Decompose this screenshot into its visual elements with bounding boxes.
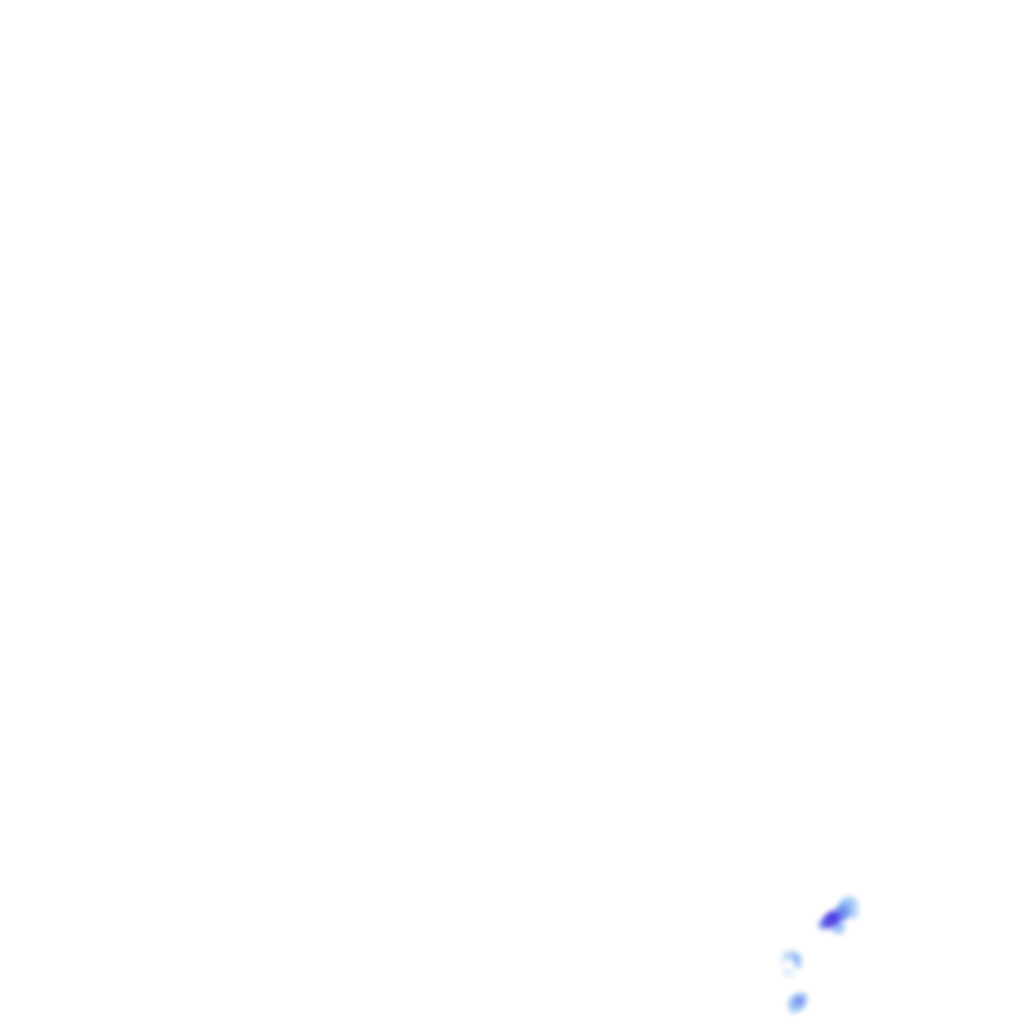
precipitation-cell-bottom-spot (799, 993, 807, 1001)
precipitation-cell-middle-spot (784, 969, 790, 975)
precipitation-cell-large-spot (831, 920, 845, 934)
precipitation-cell-bottom-spot (794, 995, 804, 1005)
precipitation-cell-bottom-spot (789, 993, 807, 1011)
precipitation-cell-large-spot (847, 907, 859, 919)
precipitation-cell-middle-spot (789, 951, 797, 959)
precipitation-cell-large-spot (822, 916, 834, 928)
precipitation-cell-middle-spot (783, 952, 791, 960)
precipitation-cell-middle-spot (780, 958, 786, 964)
precipitation-cell-large-spot (818, 920, 828, 930)
precipitation-cell-bottom-spot (793, 999, 801, 1007)
precipitation-cell-middle-spot (795, 962, 801, 968)
precipitation-cell-large-spot (826, 911, 840, 925)
precipitation-cell-middle-spot (793, 955, 801, 963)
precipitation-cell-large-spot (840, 896, 858, 914)
precipitation-cell-large-spot (838, 902, 852, 916)
precipitation-cell-bottom-spot (789, 1006, 797, 1014)
precipitation-cell-bottom-spot (789, 999, 801, 1011)
precipitation-cell-middle-spot (788, 971, 794, 977)
precipitation-cell-large-spot (834, 907, 848, 921)
